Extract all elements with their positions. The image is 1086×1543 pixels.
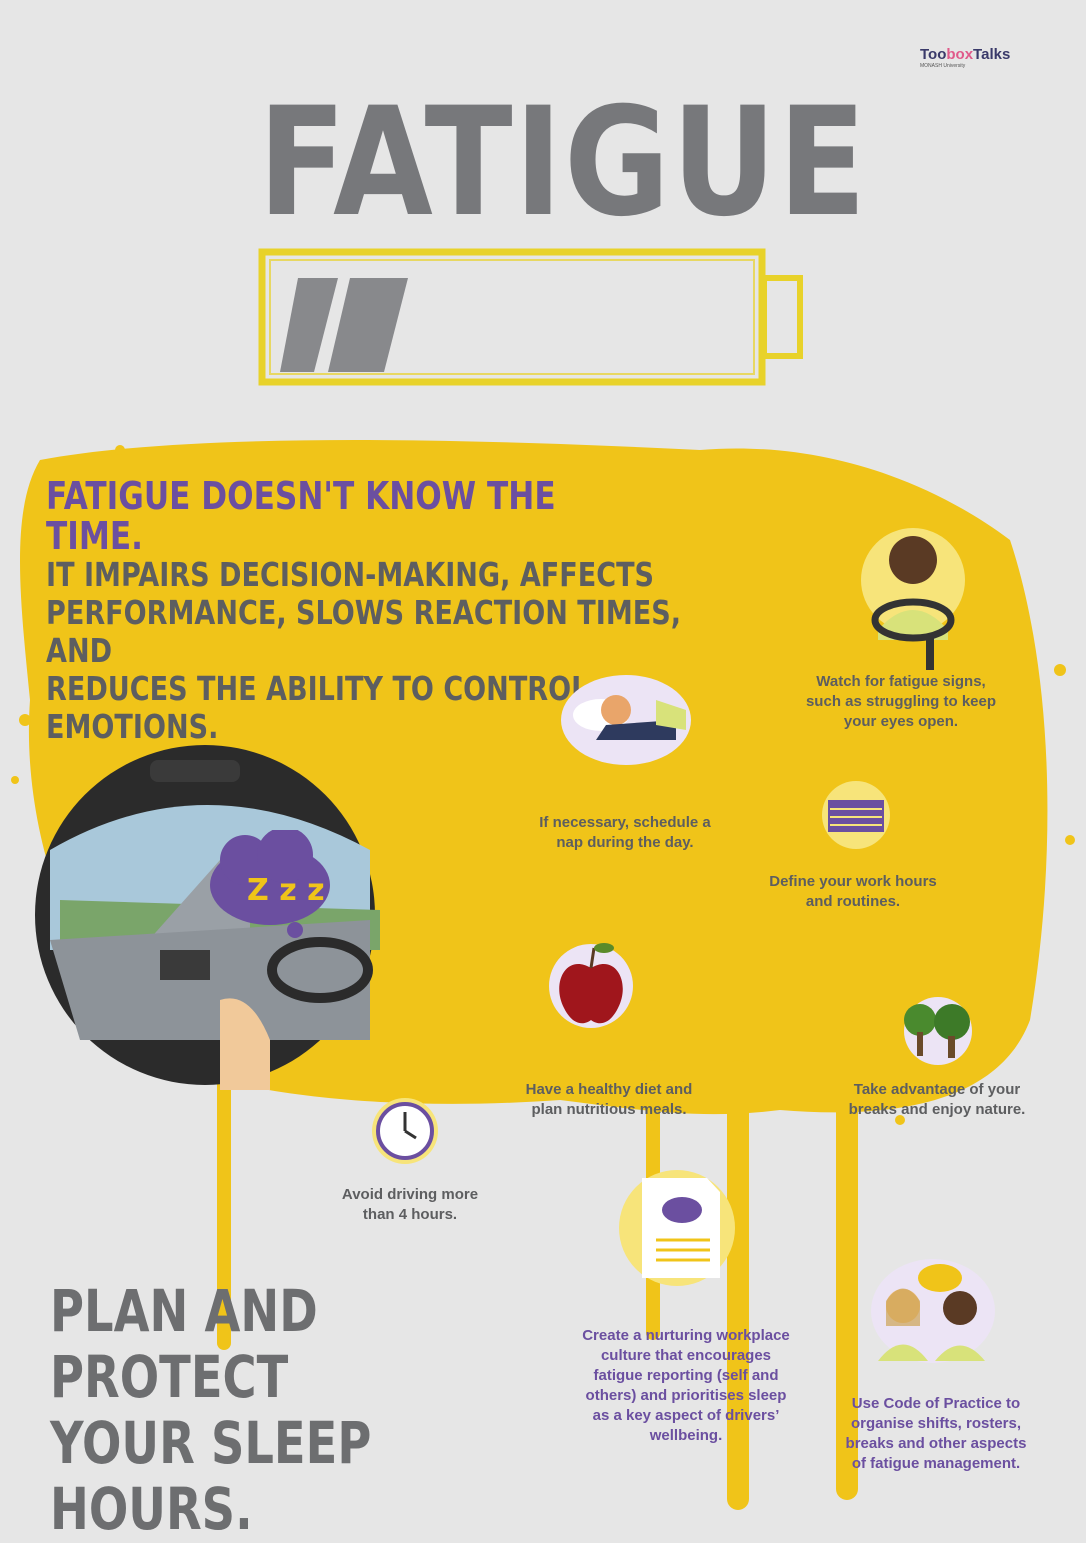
tip-watch-signs-2: such as struggling to keep [805,693,997,710]
calendar-icon [822,781,890,849]
tip-culture-2: culture that encourages [600,1347,772,1364]
tip-nap-1: If necessary, schedule a [539,814,711,831]
tip-driving-1: Avoid driving more [341,1186,479,1203]
tip-culture-5: as a key aspect of drivers’ [592,1407,780,1424]
tip-diet: Have a healthy diet and plan nutritious … [494,1080,724,1120]
tip-watch-signs: Watch for fatigue signs, such as struggl… [786,672,1016,732]
tip-code-2: organise shifts, rosters, [850,1415,1022,1432]
headline-line-1: IT IMPAIRS DECISION-MAKING, AFFECTS [46,555,655,594]
headline-block: FATIGUE DOESN'T KNOW THE TIME. IT IMPAIR… [46,474,681,746]
tip-code-3: breaks and other aspects [845,1435,1027,1452]
tip-work-hours-2: and routines. [805,893,901,910]
tip-nap: If necessary, schedule a nap during the … [510,813,740,853]
tip-culture: Create a nurturing workplace culture tha… [556,1326,816,1446]
tip-code-1: Use Code of Practice to [851,1395,1021,1412]
headline-line-2: PERFORMANCE, SLOWS REACTION TIMES, AND [46,593,682,670]
tip-culture-6: wellbeing. [649,1427,723,1444]
logo-part-3: Talks [973,46,1011,63]
headline-line-3: REDUCES THE ABILITY TO CONTROL EMOTIONS. [46,669,589,746]
page-title: FATIGUE [258,76,868,250]
tip-breaks: Take advantage of your breaks and enjoy … [822,1080,1052,1120]
tip-work-hours-1: Define your work hours [769,873,937,890]
tip-culture-1: Create a nurturing workplace [582,1327,790,1344]
plan-line-1: PLAN AND PROTECT [50,1277,318,1411]
tip-culture-4: others) and prioritises sleep [585,1387,787,1404]
sleep-symbol: Z z z [247,873,325,908]
sleep-cloud-icon: Z z z [210,830,330,938]
document-icon [619,1170,735,1286]
battery-icon [258,248,803,386]
tip-breaks-2: breaks and enjoy nature. [848,1101,1026,1118]
logo-partner: MONASH University [920,63,966,69]
tip-driving-2: than 4 hours. [362,1206,458,1223]
logo-part-1: Too [920,46,947,63]
sleeping-person-icon [561,675,691,765]
apple-icon [549,943,633,1028]
plan-line-2: YOUR SLEEP HOURS. [50,1409,372,1543]
tip-diet-1: Have a healthy diet and [525,1081,693,1098]
tip-code-of-practice: Use Code of Practice to organise shifts,… [816,1394,1056,1474]
tip-watch-signs-1: Watch for fatigue signs, [816,673,986,690]
tip-code-4: of fatigue management. [851,1455,1021,1472]
driver-icon [861,528,965,670]
tip-diet-2: plan nutritious meals. [531,1101,687,1118]
tip-work-hours: Define your work hours and routines. [738,872,968,912]
headline-highlight: FATIGUE DOESN'T KNOW THE TIME. [46,474,556,558]
tip-watch-signs-3: your eyes open. [843,713,959,730]
logo-part-2: box [946,46,974,63]
plan-heading: PLAN AND PROTECT YOUR SLEEP HOURS. [50,1278,498,1542]
tip-driving: Avoid driving more than 4 hours. [310,1185,510,1225]
tip-nap-2: nap during the day. [556,834,694,851]
trees-icon [904,997,972,1065]
toolbox-talks-logo: TooboxTalks MONASH University [920,46,1050,96]
two-drivers-icon [871,1259,995,1363]
clock-icon [372,1098,438,1164]
tip-breaks-1: Take advantage of your [853,1081,1021,1098]
tip-culture-3: fatigue reporting (self and [593,1367,779,1384]
